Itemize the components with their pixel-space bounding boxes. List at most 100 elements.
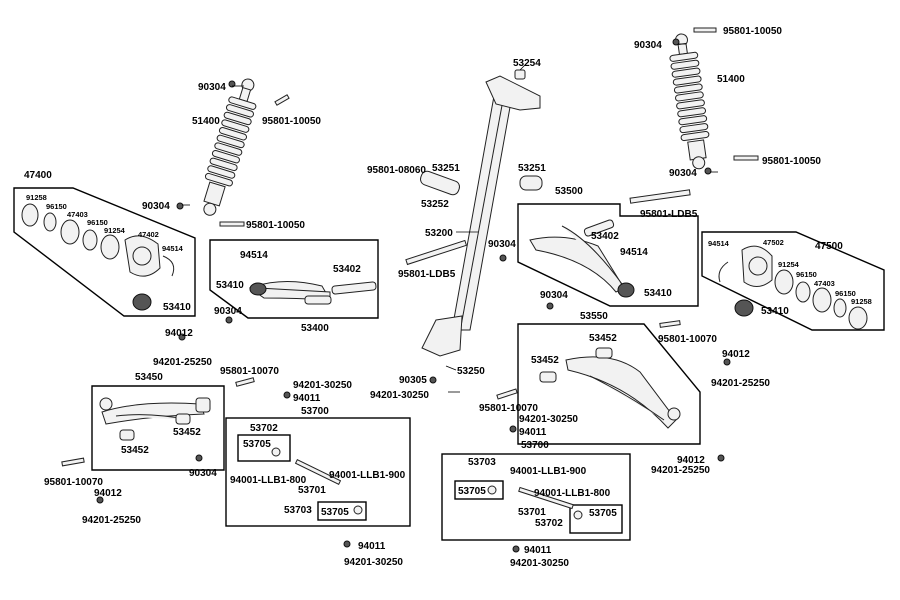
shock-spring-left [204, 96, 257, 187]
label-90304-tr: 90304 [634, 40, 662, 51]
upper-arm-right-box [517, 203, 699, 307]
label-94012-br: 94012 [677, 455, 705, 466]
label-90304-l2: 90304 [142, 201, 170, 212]
label-94514-rr: 94514 [708, 239, 730, 248]
label-53402-c: 53402 [333, 264, 361, 275]
label-94201-25250-br: 94201-25250 [651, 465, 710, 476]
label-53701-r: 53701 [518, 507, 546, 518]
label-47403-l: 47403 [67, 210, 88, 219]
label-94201-25250-bl: 94201-25250 [82, 515, 141, 526]
label-90304-r3: 90304 [540, 290, 568, 301]
label-53410-r: 53410 [644, 288, 672, 299]
label-94201-30250-c1: 94201-30250 [293, 380, 352, 391]
label-53410-rr: 53410 [761, 306, 789, 317]
tie-rod-end-box-r2 [569, 504, 623, 534]
lower-arm-right-box [517, 323, 701, 445]
label-91254-l: 91254 [104, 226, 126, 235]
label-96150-r1: 96150 [796, 270, 817, 279]
label-94011-b1: 94011 [358, 541, 386, 552]
label-53452-l1: 53452 [173, 427, 201, 438]
label-51400-r: 51400 [717, 74, 745, 85]
label-47402-l: 47402 [138, 230, 159, 239]
label-94201-30250-b2: 94201-30250 [510, 558, 569, 569]
label-53703-l: 53703 [284, 505, 312, 516]
knuckle-assembly-left [21, 203, 175, 311]
label-53700-r: 53700 [521, 440, 549, 451]
tie-rod-left [271, 447, 363, 515]
knuckle-assembly-right [718, 245, 868, 330]
steering-column [421, 75, 541, 357]
fasteners [61, 27, 759, 553]
label-47500: 47500 [815, 241, 843, 252]
label-53452-l2: 53452 [121, 445, 149, 456]
lower-arm-right [539, 347, 681, 429]
tie-rod-end-box-r1 [454, 480, 504, 500]
label-90305: 90305 [399, 375, 427, 386]
label-47502: 47502 [763, 238, 784, 247]
label-53400: 53400 [301, 323, 329, 334]
label-51400-l: 51400 [192, 116, 220, 127]
label-95801-10070-r: 95801-10070 [658, 334, 717, 345]
label-53705-l2: 53705 [321, 507, 349, 518]
label-94001-LLB1-800-l: 94001-LLB1-800 [230, 475, 307, 486]
label-95801-10050-r2: 95801-10050 [762, 156, 821, 167]
label-53252: 53252 [421, 199, 449, 210]
label-90304-r2: 90304 [669, 168, 697, 179]
label-91254-r: 91254 [778, 260, 800, 269]
label-94012-r: 94012 [722, 349, 750, 360]
label-94011-m: 94011 [519, 427, 547, 438]
label-53702-l: 53702 [250, 423, 278, 434]
shock-absorber-right [669, 33, 710, 170]
label-95801-10050-l2: 95801-10050 [246, 220, 305, 231]
label-91258-l: 91258 [26, 193, 47, 202]
label-53700-l: 53700 [301, 406, 329, 417]
column-cap-53254 [514, 69, 526, 80]
label-94201-30250-m: 94201-30250 [519, 414, 578, 425]
label-53705-l1: 53705 [243, 439, 271, 450]
upper-arm-left-box [209, 239, 379, 319]
tie-rod-right [487, 485, 583, 520]
label-95801-10050-tr: 95801-10050 [723, 26, 782, 37]
leader-lines [182, 43, 718, 393]
label-53200: 53200 [425, 228, 453, 239]
label-53452-r2: 53452 [531, 355, 559, 366]
label-53250: 53250 [457, 366, 485, 377]
label-95801-LDB5-c: 95801-LDB5 [398, 269, 456, 280]
label-91258-r: 91258 [851, 297, 872, 306]
knuckle-left-box [13, 187, 196, 317]
label-47400: 47400 [24, 170, 52, 181]
label-95801-08060: 95801-08060 [367, 165, 426, 176]
label-53450: 53450 [135, 372, 163, 383]
label-96150-l1: 96150 [46, 202, 67, 211]
label-53251-r: 53251 [518, 163, 546, 174]
label-53452-r1: 53452 [589, 333, 617, 344]
lower-arm-left-box [91, 385, 225, 471]
label-94201-25250-l: 94201-25250 [153, 357, 212, 368]
label-94011-c1: 94011 [293, 393, 321, 404]
label-53410-c: 53410 [216, 280, 244, 291]
label-90304-tl: 90304 [198, 82, 226, 93]
label-94012-l: 94012 [165, 328, 193, 339]
tie-rod-left-box [225, 417, 411, 527]
long-bolt-left [405, 239, 468, 266]
label-53254: 53254 [513, 58, 541, 69]
label-94201-25250-r: 94201-25250 [711, 378, 770, 389]
knuckle-right-box [701, 231, 885, 331]
label-53402-r: 53402 [591, 231, 619, 242]
label-95801-10070-m: 95801-10070 [479, 403, 538, 414]
label-95801-10050-l1: 95801-10050 [262, 116, 321, 127]
label-94001-LLB1-900-r: 94001-LLB1-900 [510, 466, 587, 477]
upper-arm-right [529, 219, 635, 298]
nut-90304-center [499, 254, 507, 262]
label-53701-l: 53701 [298, 485, 326, 496]
tie-rod-end-box-l1 [237, 434, 291, 462]
label-53703-r: 53703 [468, 457, 496, 468]
label-95801-10070-bl: 95801-10070 [44, 477, 103, 488]
label-94011-b2: 94011 [524, 545, 552, 556]
label-95801-LDB5-r: 95801-LDB5 [640, 209, 698, 220]
label-94514-c: 94514 [240, 250, 268, 261]
label-94514-l: 94514 [162, 244, 184, 253]
label-53702-r: 53702 [535, 518, 563, 529]
